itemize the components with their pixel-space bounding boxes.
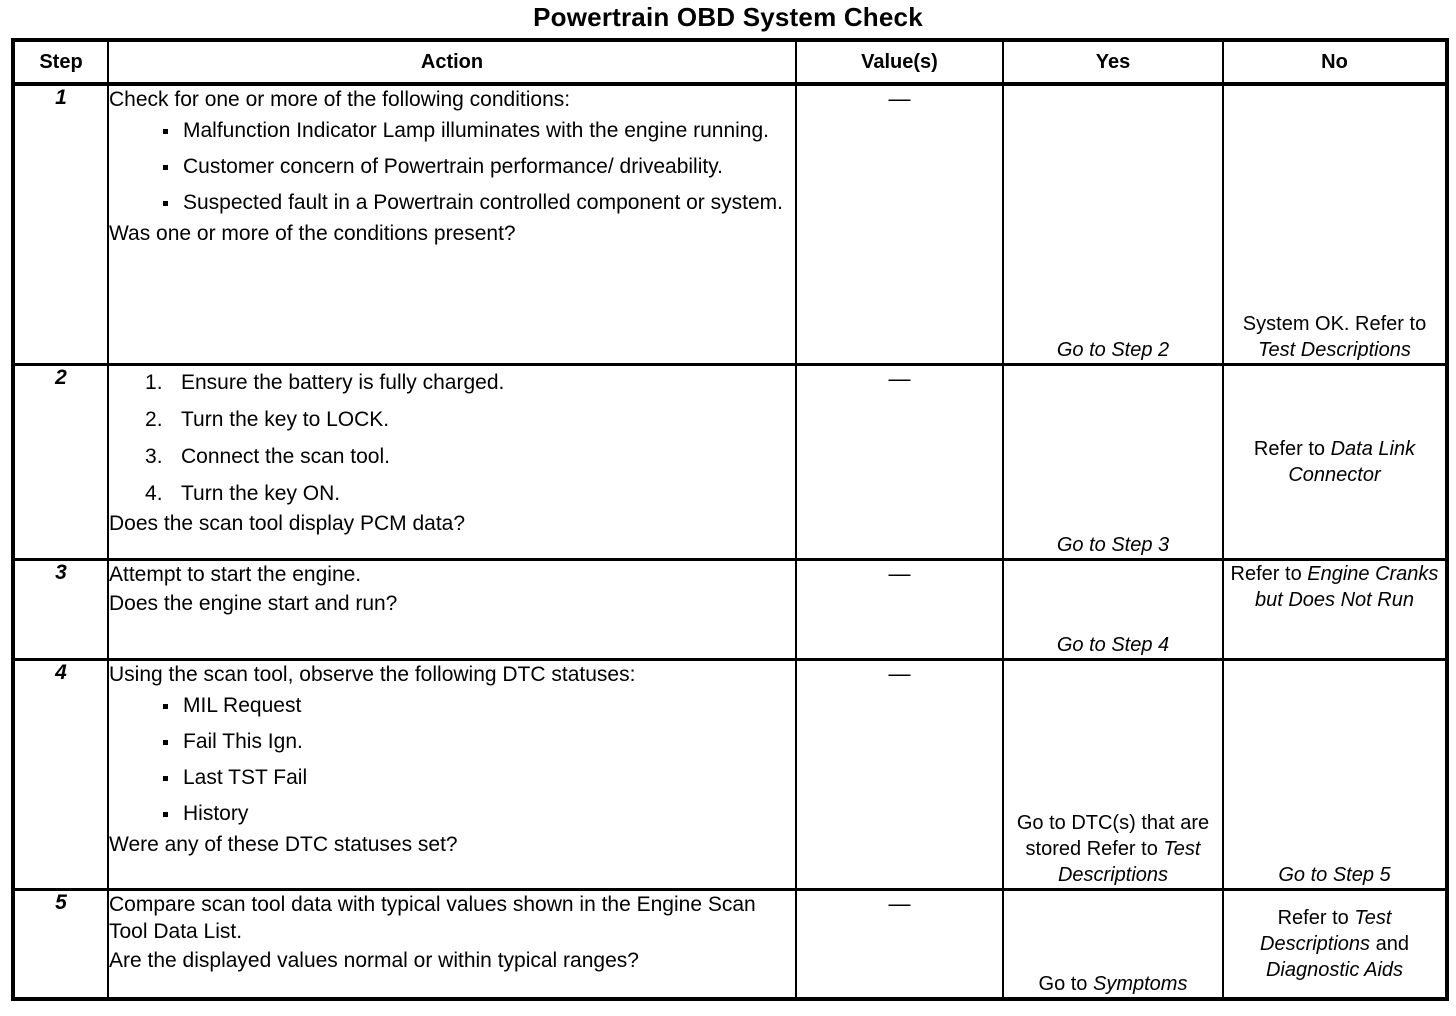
yes-text-italic: Symptoms xyxy=(1093,973,1188,995)
column-header-step: Step xyxy=(12,39,109,86)
powertrain-obd-system-check-table: Step Action Value(s) Yes No 1 Check for … xyxy=(11,38,1449,1001)
yes-text-plain: Go to xyxy=(1038,973,1093,995)
no-cell: System OK. Refer to Test Descriptions xyxy=(1222,82,1448,366)
no-text-plain: System OK. Refer to xyxy=(1242,312,1427,335)
no-text-italic-2: Diagnostic Aids xyxy=(1265,958,1404,981)
yes-text-italic: Test Descriptions xyxy=(1057,837,1201,886)
step-number: 1 xyxy=(12,82,109,366)
no-cell: Go to Step 5 xyxy=(1222,657,1448,891)
action-cell: Check for one or more of the following c… xyxy=(107,82,797,366)
no-cell: Refer to Data Link Connector xyxy=(1222,362,1448,561)
yes-cell: Go to Symptoms xyxy=(1002,887,1224,1001)
action-question-text: Does the scan tool display PCM data? xyxy=(109,511,466,535)
value-cell: — xyxy=(795,82,1004,366)
action-cell: Attempt to start the engine. Does the en… xyxy=(107,557,797,661)
step-number: 5 xyxy=(12,887,109,1001)
table-row: 2 Ensure the battery is fully charged. T… xyxy=(12,362,1448,561)
yes-cell: Go to Step 4 xyxy=(1002,557,1224,661)
no-text-plain: Refer to xyxy=(1277,906,1355,929)
action-lead-text: Attempt to start the engine. xyxy=(109,562,362,586)
list-item: MIL Request xyxy=(159,692,795,719)
column-header-value: Value(s) xyxy=(795,39,1004,86)
value-cell: — xyxy=(795,657,1004,891)
no-text-plain: Refer to xyxy=(1253,437,1331,460)
column-header-no: No xyxy=(1222,39,1448,86)
page-title: Powertrain OBD System Check xyxy=(533,2,923,32)
column-header-action: Action xyxy=(107,39,797,86)
no-text-italic: Data Link Connector xyxy=(1288,437,1416,486)
list-item: History xyxy=(159,800,795,827)
action-bullet-list: MIL Request Fail This Ign. Last TST Fail… xyxy=(109,692,795,827)
action-question-text: Does the engine start and run? xyxy=(109,591,398,615)
action-lead-text: Compare scan tool data with typical valu… xyxy=(109,892,756,943)
value-cell: — xyxy=(795,887,1004,1001)
yes-cell: Go to Step 3 xyxy=(1002,362,1224,561)
step-number: 3 xyxy=(12,557,109,661)
yes-text-italic: Go to Step 3 xyxy=(1056,533,1170,556)
action-lead-text: Using the scan tool, observe the followi… xyxy=(109,662,636,686)
no-text-italic: Test Descriptions xyxy=(1258,338,1411,361)
list-item: Connect the scan tool. xyxy=(145,443,390,470)
table-row: 4 Using the scan tool, observe the follo… xyxy=(12,657,1448,891)
table-body: 1 Check for one or more of the following… xyxy=(12,82,1448,1001)
table-row: 5 Compare scan tool data with typical va… xyxy=(12,887,1448,1001)
no-text-italic: Test Descriptions xyxy=(1260,906,1392,955)
no-cell: Refer to Test Descriptions and Diagnosti… xyxy=(1222,887,1448,1001)
table-row: 1 Check for one or more of the following… xyxy=(12,82,1448,366)
no-text-plain-2: and xyxy=(1370,932,1409,955)
action-question-text: Was one or more of the conditions presen… xyxy=(109,222,516,245)
action-numbered-list: Ensure the battery is fully charged. Tur… xyxy=(109,369,795,507)
header-row: Step Action Value(s) Yes No xyxy=(12,39,1448,86)
table-header: Step Action Value(s) Yes No xyxy=(12,39,1448,86)
list-item: Ensure the battery is fully charged. xyxy=(145,369,505,396)
no-text-italic: Go to Step 5 xyxy=(1278,863,1391,886)
yes-text-italic: Go to Step 2 xyxy=(1056,338,1170,361)
action-lead-text: Check for one or more of the following c… xyxy=(109,88,571,111)
action-cell: Ensure the battery is fully charged. Tur… xyxy=(107,362,797,561)
list-item: Malfunction Indicator Lamp illuminates w… xyxy=(159,117,795,144)
action-cell: Using the scan tool, observe the followi… xyxy=(107,657,797,891)
list-item: Suspected fault in a Powertrain controll… xyxy=(159,189,795,216)
list-item: Turn the key to LOCK. xyxy=(145,406,390,433)
list-item: Turn the key ON. xyxy=(145,480,341,507)
list-item: Fail This Ign. xyxy=(159,728,795,755)
step-number: 2 xyxy=(12,362,109,561)
value-cell: — xyxy=(795,362,1004,561)
yes-text-italic: Go to Step 4 xyxy=(1056,633,1170,656)
table-row: 3 Attempt to start the engine. Does the … xyxy=(12,557,1448,661)
yes-cell: Go to DTC(s) that are stored Refer to Te… xyxy=(1002,657,1224,891)
column-header-yes: Yes xyxy=(1002,39,1224,86)
value-cell: — xyxy=(795,557,1004,661)
yes-cell: Go to Step 2 xyxy=(1002,82,1224,366)
action-question-text: Are the displayed values normal or withi… xyxy=(109,948,639,972)
step-number: 4 xyxy=(12,657,109,891)
action-bullet-list: Malfunction Indicator Lamp illuminates w… xyxy=(109,117,795,216)
no-cell: Refer to Engine Cranks but Does Not Run xyxy=(1222,557,1448,661)
list-item: Last TST Fail xyxy=(159,764,795,791)
no-text-plain: Refer to xyxy=(1230,562,1308,585)
yes-text-plain: Go to DTC(s) that are stored Refer to xyxy=(1016,811,1210,860)
no-text-italic: Engine Cranks but Does Not Run xyxy=(1255,562,1439,611)
action-question-text: Were any of these DTC statuses set? xyxy=(109,832,458,856)
action-cell: Compare scan tool data with typical valu… xyxy=(107,887,797,1001)
list-item: Customer concern of Powertrain performan… xyxy=(159,153,795,180)
